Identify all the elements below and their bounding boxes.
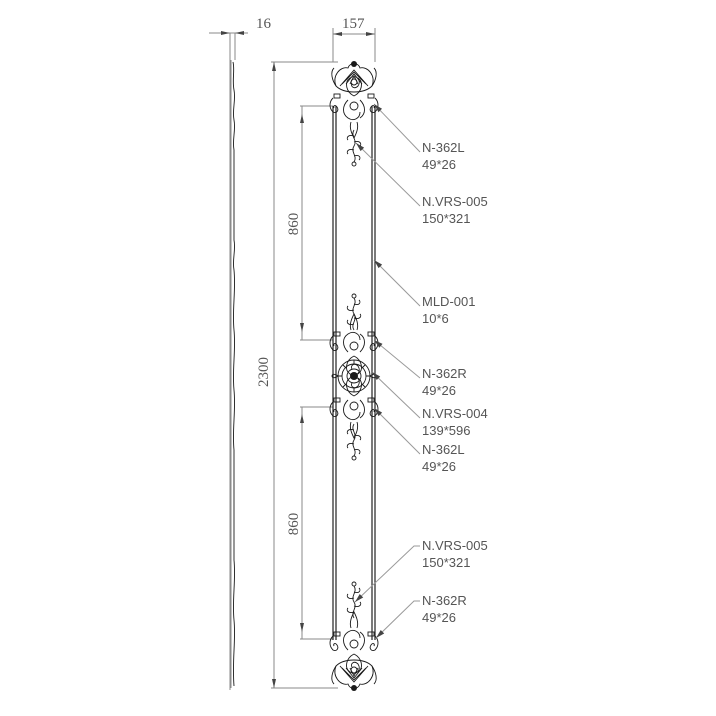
top-scroll-ornament [343, 76, 365, 139]
width-dimension: 157 [332, 16, 376, 62]
svg-text:N-362L: N-362L [422, 140, 465, 155]
label-nvrs005-bottom: N.VRS-005 150*321 [422, 538, 488, 570]
label-n362r-center: N-362R 49*26 [422, 366, 467, 398]
label-nvrs004: N.VRS-004 139*596 [422, 406, 488, 438]
dim-panel-width: 157 [342, 16, 365, 32]
top-leaf-ornament [346, 129, 362, 167]
svg-text:139*596: 139*596 [422, 423, 470, 438]
center-ornament [329, 293, 379, 461]
svg-text:N-362L: N-362L [422, 442, 465, 457]
svg-text:49*26: 49*26 [422, 383, 456, 398]
bottom-ornament [329, 581, 379, 692]
svg-text:MLD-001: MLD-001 [422, 294, 475, 309]
front-panel [329, 60, 379, 692]
label-mld001: MLD-001 10*6 [422, 294, 475, 326]
svg-text:N.VRS-005: N.VRS-005 [422, 194, 488, 209]
svg-text:N-362R: N-362R [422, 366, 467, 381]
side-profile: 16 [209, 16, 272, 690]
svg-text:150*321: 150*321 [422, 555, 470, 570]
svg-text:49*26: 49*26 [422, 459, 456, 474]
dim-lower-span: 860 [286, 513, 302, 536]
svg-text:150*321: 150*321 [422, 211, 470, 226]
label-n362l-center: N-362L 49*26 [422, 442, 465, 474]
height-dimensions: 2300 860 860 [256, 61, 338, 689]
dim-total-height: 2300 [256, 357, 272, 387]
annotations: N-362L 49*26 N.VRS-005 150*321 MLD-001 1… [353, 102, 488, 640]
svg-text:49*26: 49*26 [422, 157, 456, 172]
label-n362l-top: N-362L 49*26 [422, 140, 465, 172]
svg-text:N.VRS-004: N.VRS-004 [422, 406, 488, 421]
svg-text:49*26: 49*26 [422, 610, 456, 625]
dim-upper-span: 860 [286, 213, 302, 236]
svg-text:10*6: 10*6 [422, 311, 449, 326]
dim-side-thickness: 16 [256, 16, 272, 32]
label-n362r-bottom: N-362R 49*26 [422, 593, 467, 625]
label-nvrs005-top: N.VRS-005 150*321 [422, 194, 488, 226]
svg-text:N.VRS-005: N.VRS-005 [422, 538, 488, 553]
svg-text:N-362R: N-362R [422, 593, 467, 608]
